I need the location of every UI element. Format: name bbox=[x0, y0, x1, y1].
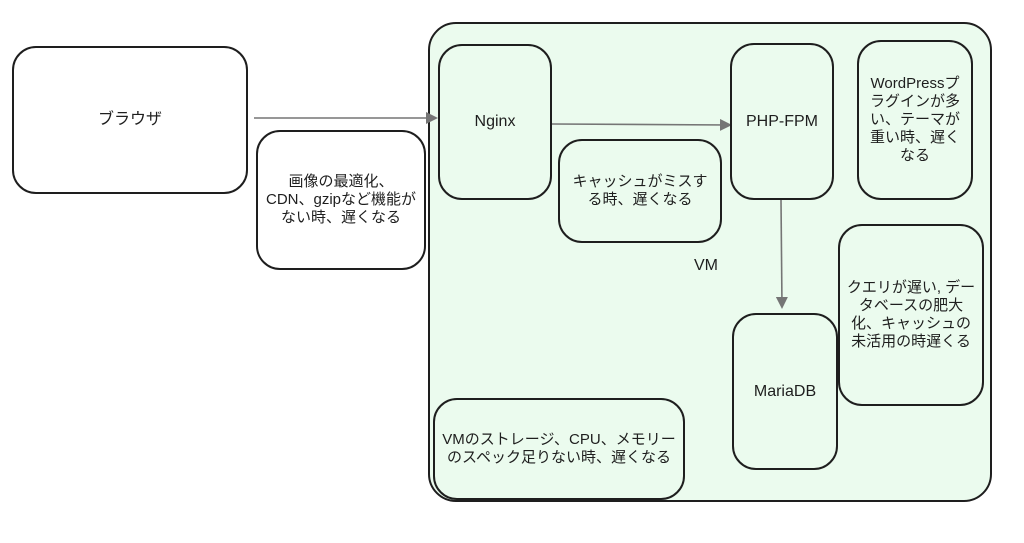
browser-node: ブラウザ bbox=[12, 46, 248, 194]
nginx-label: Nginx bbox=[474, 113, 516, 131]
wordpress-note-text: WordPressプラグインが多い、テーマが重い時、遅くなる bbox=[869, 75, 960, 164]
cache-miss-note: キャッシュがミスする時、遅くなる bbox=[558, 139, 722, 243]
phpfpm-node: PHP-FPM bbox=[730, 43, 834, 200]
cache-miss-note-text: キャッシュがミスする時、遅くなる bbox=[572, 173, 708, 208]
frontend-note-text: 画像の最適化、CDN、gzipなど機能がない時、遅くなる bbox=[266, 173, 417, 226]
nginx-node: Nginx bbox=[438, 44, 552, 200]
mariadb-label: MariaDB bbox=[753, 382, 817, 400]
frontend-note: 画像の最適化、CDN、gzipなど機能がない時、遅くなる bbox=[256, 130, 426, 270]
vm-resources-note-text: VMのストレージ、CPU、メモリーのスペック足りない時、遅くなる bbox=[442, 431, 676, 466]
vm-resources-note: VMのストレージ、CPU、メモリーのスペック足りない時、遅くなる bbox=[433, 398, 685, 500]
phpfpm-label: PHP-FPM bbox=[746, 112, 818, 130]
browser-label: ブラウザ bbox=[97, 111, 162, 129]
query-note-text: クエリが遅い, データベースの肥大化、キャッシュの未活用の時遅くる bbox=[846, 279, 976, 350]
mariadb-node: MariaDB bbox=[732, 313, 838, 470]
wordpress-note: WordPressプラグインが多い、テーマが重い時、遅くなる bbox=[857, 40, 973, 200]
vm-label: VM bbox=[694, 257, 718, 274]
query-note: クエリが遅い, データベースの肥大化、キャッシュの未活用の時遅くる bbox=[838, 224, 984, 406]
